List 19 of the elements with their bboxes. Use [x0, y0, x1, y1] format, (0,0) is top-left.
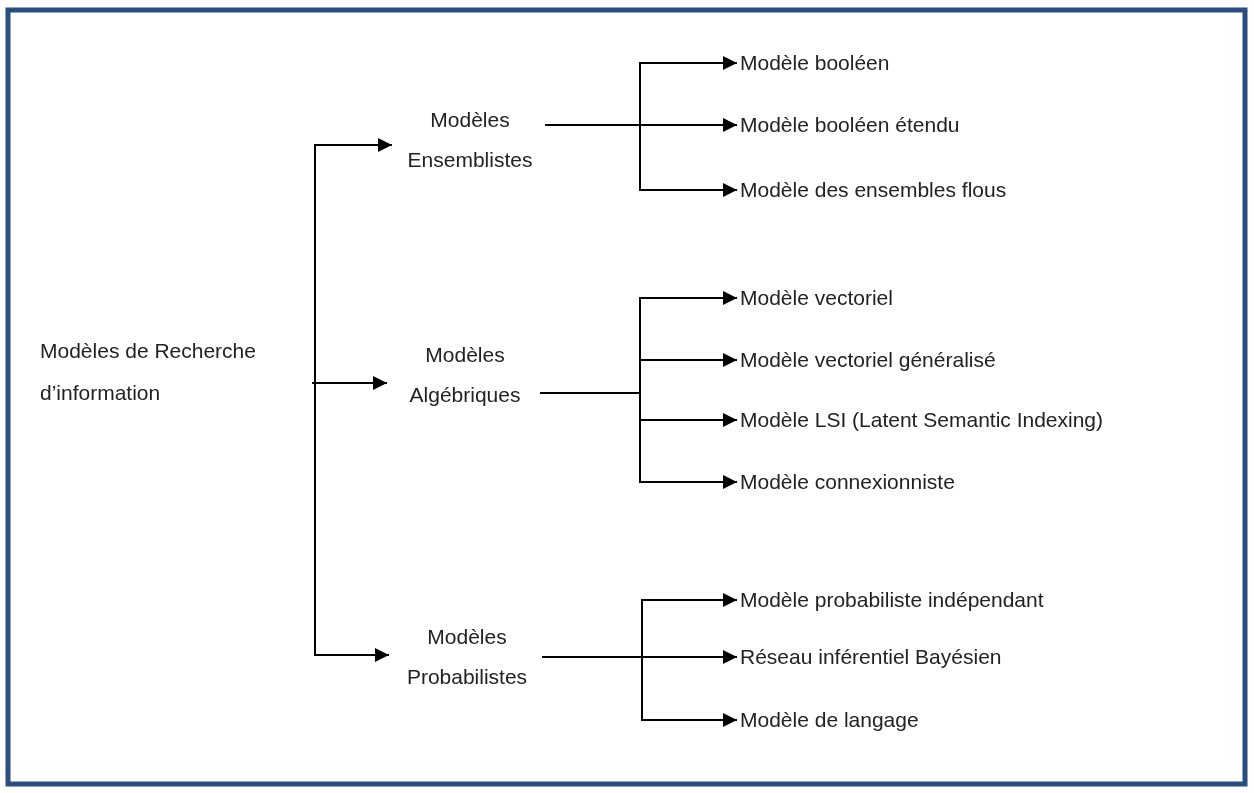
node-label: Modèles Algébriques	[408, 342, 522, 408]
node-label: Modèle probabiliste indépendant	[740, 587, 1044, 613]
node-label: Modèle de langage	[740, 707, 919, 733]
node-label: Modèles Probabilistes	[405, 624, 529, 690]
connector-arrow	[544, 124, 738, 197]
connector-arrow	[311, 138, 393, 384]
node-label: Modèle LSI (Latent Semantic Indexing)	[740, 407, 1104, 433]
node-label: Modèles Ensemblistes	[406, 107, 534, 173]
node-label: Modèle connexionniste	[740, 469, 955, 495]
node-label: Modèle vectoriel généralisé	[740, 347, 996, 373]
node-label: Modèle booléen	[740, 50, 890, 76]
node-label: Modèles de Recherche d’information	[40, 338, 257, 406]
node-label: Réseau inférentiel Bayésien	[740, 644, 1002, 670]
connector-arrow	[539, 392, 738, 489]
node-label: Modèle des ensembles flous	[740, 177, 1007, 203]
node-label: Modèle booléen étendu	[740, 112, 960, 138]
connector-arrow	[541, 656, 738, 727]
node-label: Modèle vectoriel	[740, 285, 893, 311]
connector-arrow	[311, 382, 390, 662]
